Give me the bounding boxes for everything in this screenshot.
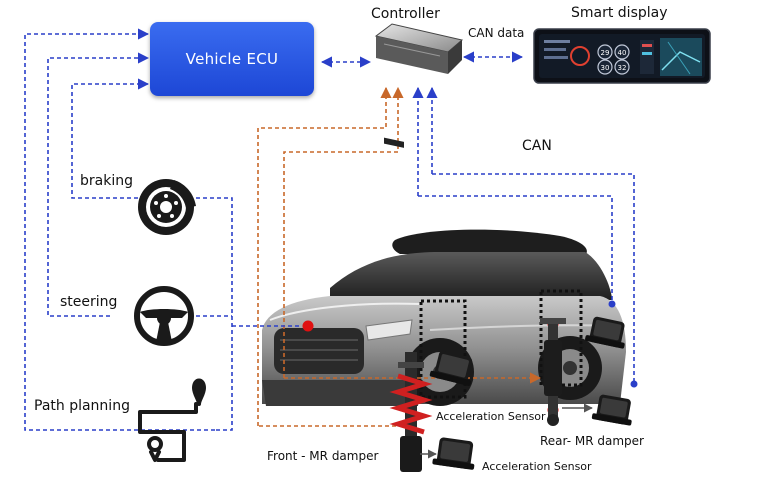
rear-mr-damper-label: Rear- MR damper — [540, 434, 644, 448]
front-mr-damper-label: Front - MR damper — [267, 449, 379, 463]
acceleration-sensor-icons — [429, 316, 632, 470]
can-data-label: CAN data — [468, 26, 525, 40]
vehicle-ecu-node: Vehicle ECU — [150, 22, 314, 96]
brake-disc-icon — [138, 179, 196, 235]
front-damper-frame — [419, 299, 467, 399]
smart-display-label: Smart display — [571, 5, 668, 21]
display-gauge-1: 29 — [601, 49, 610, 57]
acceleration-sensor-label-low: Acceleration Sensor — [482, 460, 592, 473]
steering-label: steering — [60, 294, 118, 310]
rear-damper-frame — [539, 289, 583, 387]
rear-mr-damper-icon — [540, 318, 566, 426]
path-planning-label: Path planning — [34, 398, 130, 414]
braking-label: braking — [80, 173, 133, 189]
steering-wheel-icon — [134, 286, 194, 346]
acceleration-sensor-label-mid: Acceleration Sensor — [436, 410, 546, 423]
display-gauge-3: 30 — [601, 64, 610, 72]
controller-icon — [374, 23, 464, 148]
front-mr-damper-icon — [389, 352, 433, 472]
can-links — [24, 28, 635, 431]
display-gauge-4: 32 — [618, 64, 627, 72]
path-planning-icon — [138, 378, 206, 462]
car-illustration — [262, 229, 626, 406]
smart-display-icon: 29 40 30 32 — [533, 28, 711, 84]
can-label: CAN — [522, 138, 552, 154]
controller-label: Controller — [371, 6, 440, 22]
display-gauge-2: 40 — [618, 49, 627, 57]
vehicle-ecu-label: Vehicle ECU — [185, 50, 279, 68]
